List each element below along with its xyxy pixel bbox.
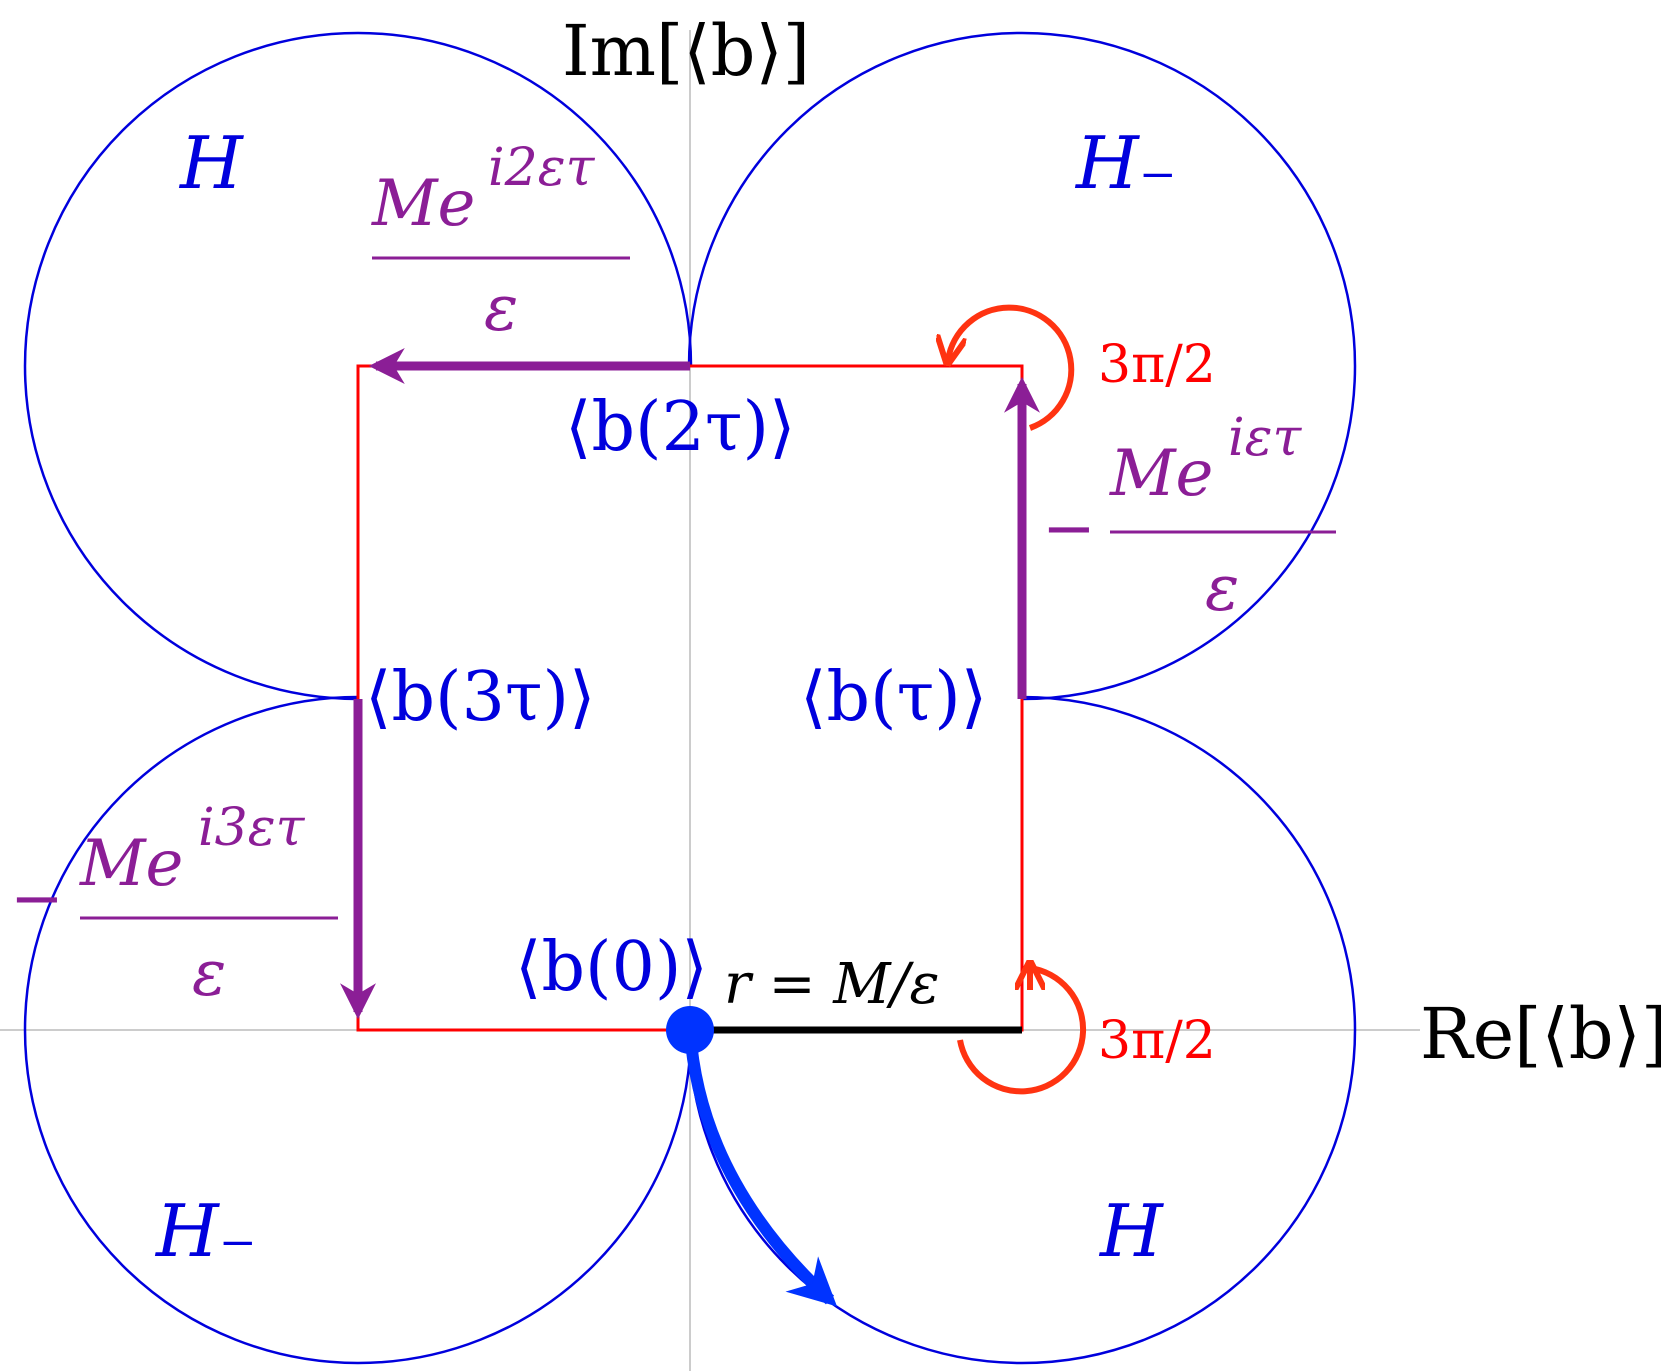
region-top-right: H₋ xyxy=(1074,121,1177,205)
state-b-2tau: ⟨b(2τ)⟩ xyxy=(565,388,796,467)
fraction-top-denominator: ε xyxy=(484,272,518,346)
x-axis-label: Re[⟨b⟩] xyxy=(1420,993,1661,1075)
fraction-top-exponent: i2ετ xyxy=(488,138,596,198)
fraction-right-exponent: iετ xyxy=(1228,408,1303,468)
angle-label-upper: 3π/2 xyxy=(1098,335,1216,395)
fraction-right-numerator: Me xyxy=(1109,437,1213,511)
angle-label-lower: 3π/2 xyxy=(1098,1011,1216,1071)
fraction-left-exponent: i3ετ xyxy=(198,798,306,858)
fraction-left-denominator: ε xyxy=(192,937,226,1011)
fraction-right-sign: − xyxy=(1042,492,1096,566)
radius-label: r = M/ε xyxy=(724,952,940,1017)
start-trajectory-arrow xyxy=(684,1029,838,1307)
fraction-right: − Me iετ ε xyxy=(1042,408,1336,626)
region-top-left: H xyxy=(178,121,244,205)
angle-arc-upper xyxy=(948,304,1075,431)
state-b-0: ⟨b(0)⟩ xyxy=(515,928,708,1007)
state-b-tau: ⟨b(τ)⟩ xyxy=(800,658,987,737)
fraction-top: Me i2ετ ε xyxy=(371,138,630,346)
state-b-3tau: ⟨b(3τ)⟩ xyxy=(365,658,596,737)
fraction-left: − Me i3ετ ε xyxy=(10,798,338,1011)
region-bottom-right: H xyxy=(1098,1189,1164,1273)
fraction-left-sign: − xyxy=(10,862,64,936)
fraction-left-numerator: Me xyxy=(79,827,183,901)
angle-arc-lower xyxy=(957,965,1087,1095)
region-bottom-left: H₋ xyxy=(154,1189,257,1273)
y-axis-label: Im[⟨b⟩] xyxy=(562,10,810,92)
fraction-right-denominator: ε xyxy=(1205,552,1239,626)
start-dot xyxy=(666,1006,714,1054)
fraction-top-numerator: Me xyxy=(371,167,475,241)
